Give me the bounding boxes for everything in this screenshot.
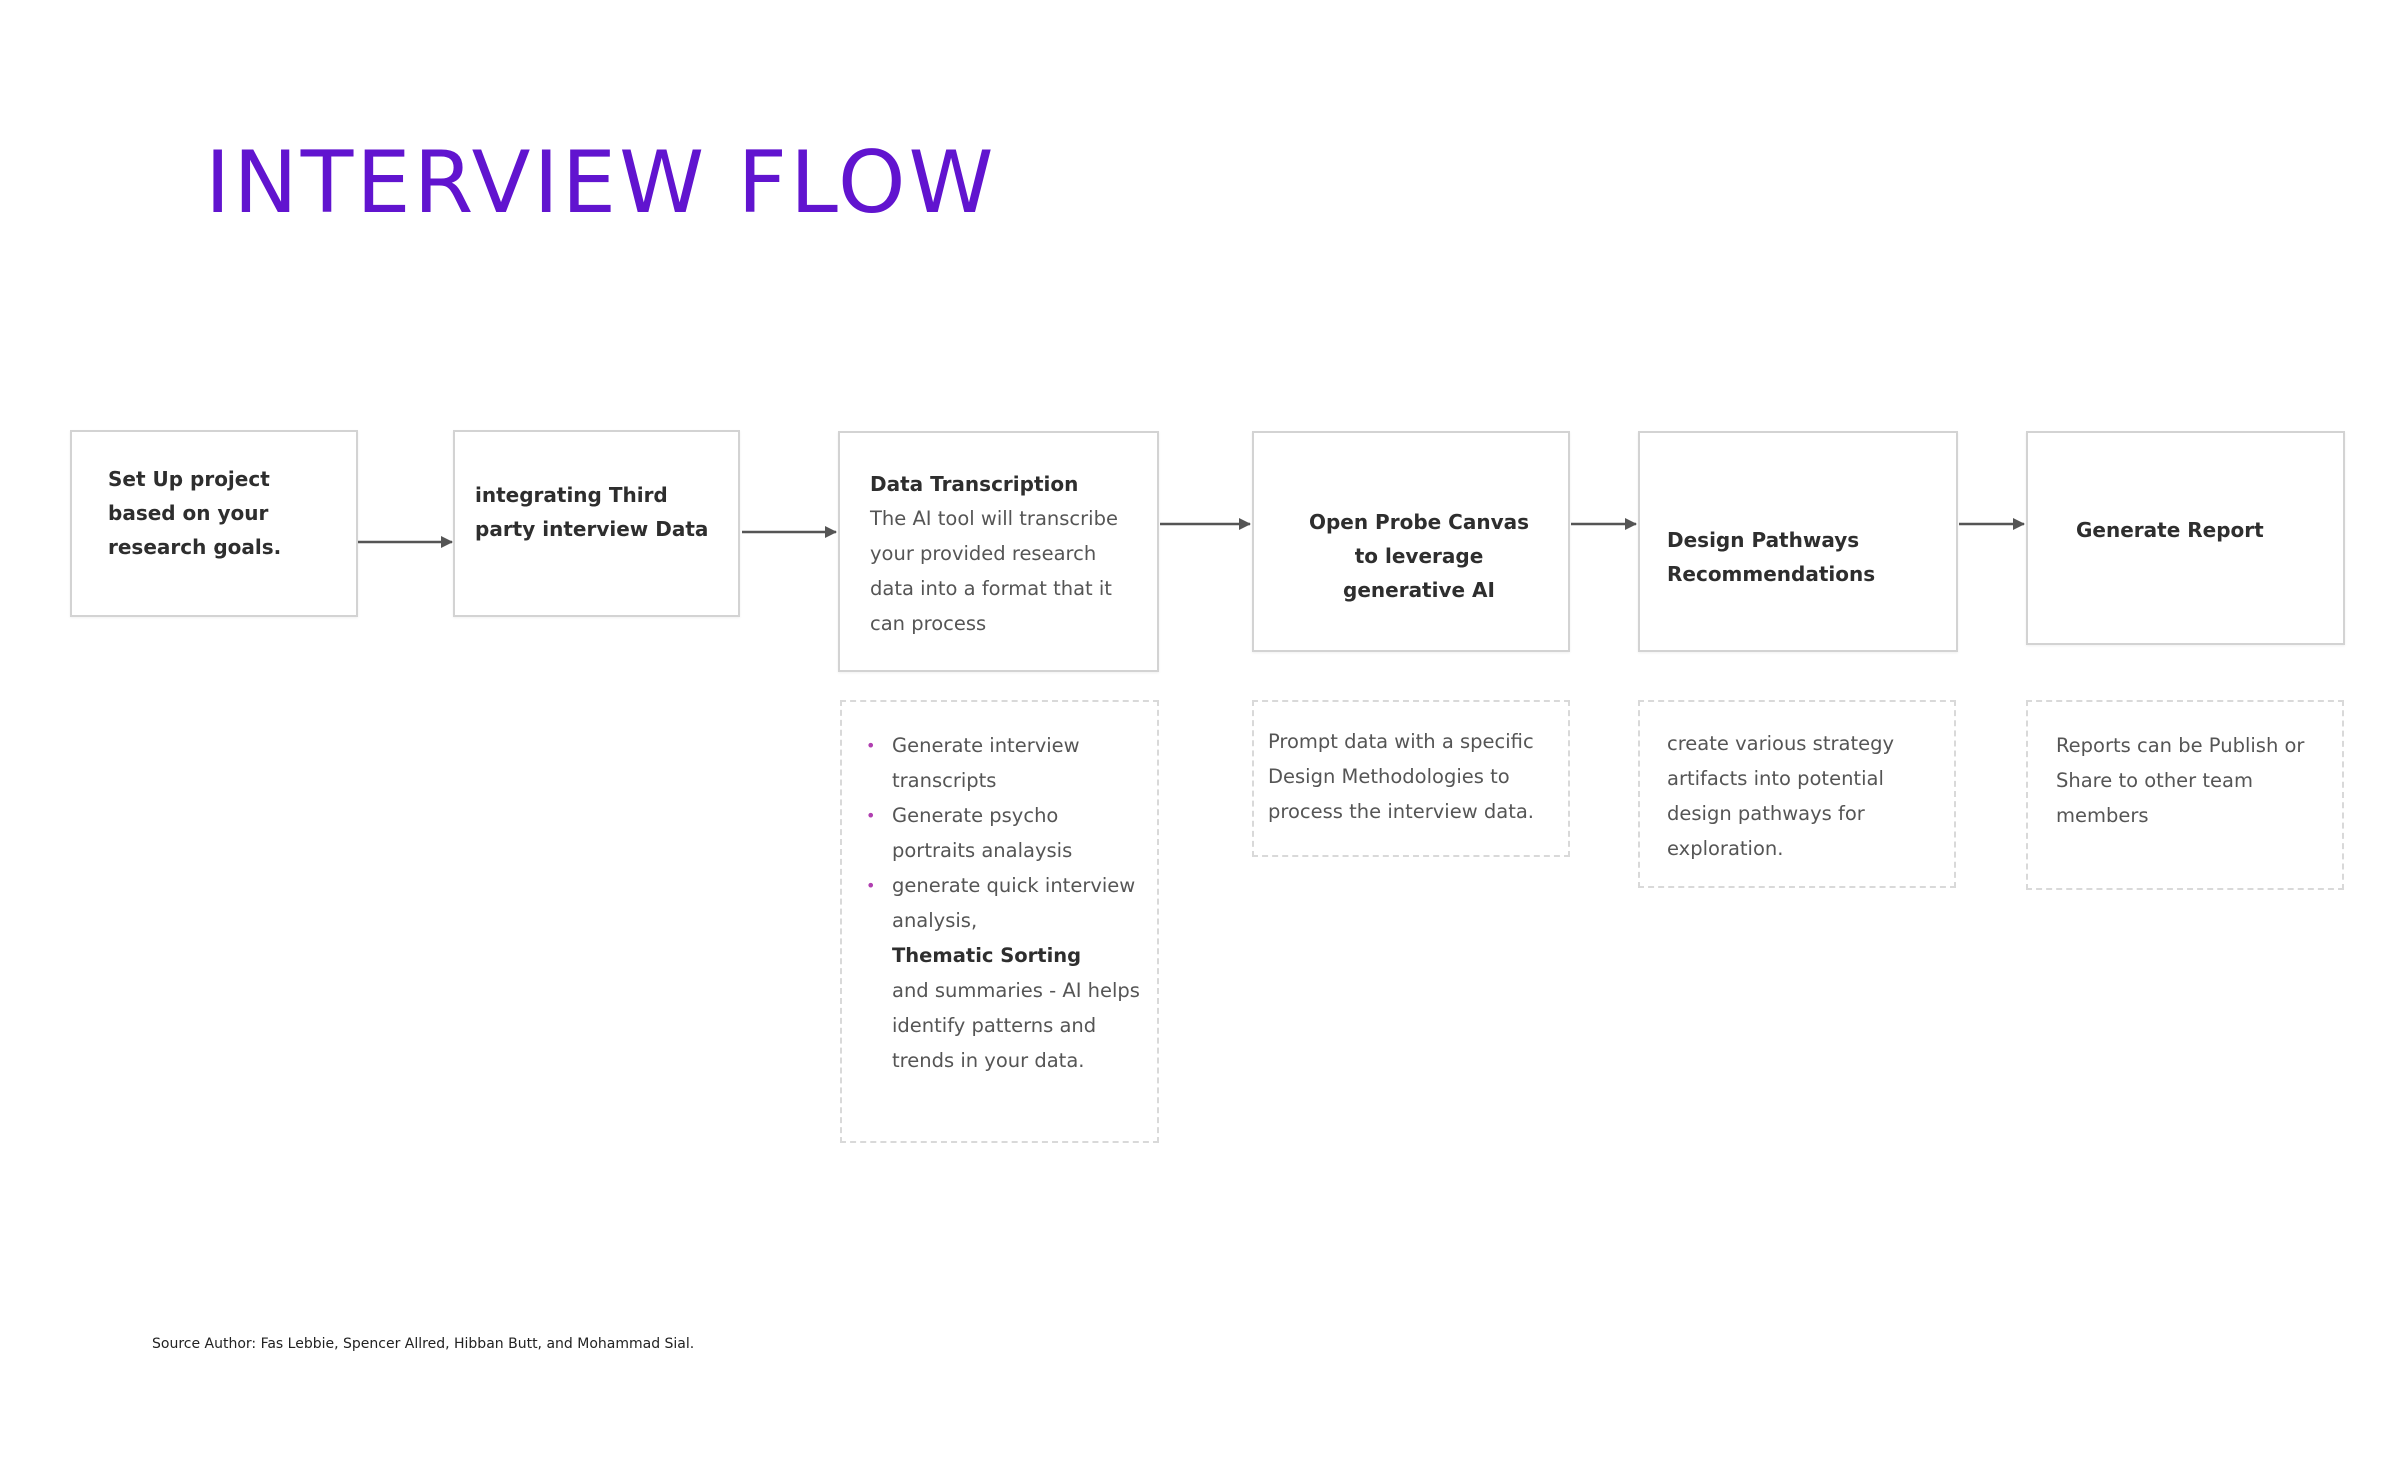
step-data-transcription: Data Transcription The AI tool will tran…: [838, 431, 1159, 672]
note-bullet: •Generate interview transcripts: [866, 728, 1141, 798]
note-pathways: create various strategy artifacts into p…: [1638, 700, 1956, 888]
step-third-party-data-title: integrating Third party interview Data: [475, 483, 709, 541]
note-canvas-text: Prompt data with a specific Design Metho…: [1268, 730, 1534, 823]
step-open-probe-canvas: Open Probe Canvas to leverage generative…: [1252, 431, 1570, 652]
note-report: Reports can be Publish or Share to other…: [2026, 700, 2344, 890]
step-setup-project: Set Up project based on your research go…: [70, 430, 358, 617]
note-transcription: •Generate interview transcripts •Generat…: [840, 700, 1159, 1143]
step-generate-report: Generate Report: [2026, 431, 2345, 645]
note-bold-thematic-sorting: Thematic Sorting: [892, 944, 1082, 967]
note-report-text: Reports can be Publish or Share to other…: [2056, 734, 2305, 827]
step-generate-report-title: Generate Report: [2076, 518, 2264, 542]
step-design-pathways-title: Design Pathways Recommendations: [1667, 528, 1876, 586]
step-third-party-data: integrating Third party interview Data: [453, 430, 740, 617]
note-bullet: •generate quick interview analysis,: [866, 868, 1141, 938]
bullet-icon: •: [866, 736, 876, 755]
bullet-icon: •: [866, 806, 876, 825]
note-pathways-text: create various strategy artifacts into p…: [1667, 732, 1895, 860]
step-setup-project-title: Set Up project based on your research go…: [108, 467, 282, 559]
note-canvas: Prompt data with a specific Design Metho…: [1252, 700, 1570, 857]
step-design-pathways: Design Pathways Recommendations: [1638, 431, 1958, 652]
step-data-transcription-title: Data Transcription: [870, 472, 1079, 496]
bullet-icon: •: [866, 876, 876, 895]
note-continuation: and summaries - AI helps identify patter…: [892, 979, 1140, 1072]
source-credit: Source Author: Fas Lebbie, Spencer Allre…: [152, 1336, 695, 1352]
page-title: INTERVIEW FLOW: [205, 133, 997, 233]
step-open-probe-canvas-title: Open Probe Canvas to leverage generative…: [1308, 510, 1530, 602]
step-data-transcription-description: The AI tool will transcribe your provide…: [870, 507, 1118, 635]
note-bullet: •Generate psycho portraits analaysis: [866, 798, 1141, 868]
